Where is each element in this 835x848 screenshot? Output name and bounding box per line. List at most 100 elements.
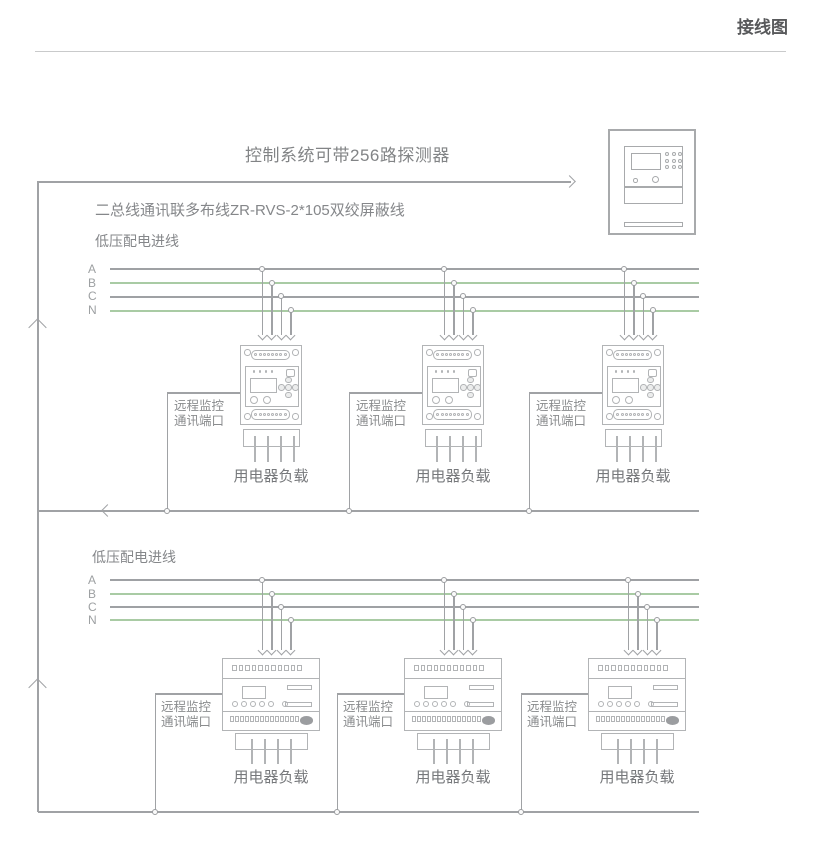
load-pin	[290, 739, 292, 764]
monitor-module-body	[422, 345, 484, 425]
comm-port-link-line	[348, 392, 422, 394]
terminal-squares	[230, 716, 299, 722]
load-pin	[433, 739, 435, 764]
panel-knob-icon	[624, 396, 633, 404]
junction-dot	[152, 809, 159, 815]
load-pin	[277, 739, 279, 764]
load-pin	[630, 739, 632, 764]
monitor-module-body	[602, 345, 664, 425]
remote-port-label: 远程监控 通讯端口	[343, 700, 394, 729]
load-connector	[417, 733, 490, 750]
junction-dot	[526, 508, 533, 514]
din-module-body	[222, 658, 320, 731]
junction-dot	[644, 604, 651, 610]
module-divider	[405, 678, 501, 680]
phase-line-a-top	[110, 268, 699, 270]
comm-port-link-line	[528, 392, 530, 511]
panel-dots	[252, 370, 273, 373]
load-pin	[616, 436, 618, 462]
dpad-right-button	[292, 384, 299, 391]
load-pin	[459, 739, 461, 764]
panel-knob-icon	[432, 396, 440, 404]
module-bar	[285, 702, 312, 707]
junction-dot	[460, 604, 467, 610]
module-display	[242, 686, 266, 699]
remote-port-label: 远程监控 通讯端口	[536, 399, 587, 428]
terminal-strip	[251, 349, 290, 360]
phase-label-n: N	[88, 303, 97, 317]
terminal-strip	[433, 409, 472, 420]
monitor-module-body	[240, 345, 302, 425]
load-pin	[293, 436, 295, 462]
controller-panel-divider	[625, 186, 682, 188]
controller-led-icon	[633, 178, 638, 183]
phase-label-c: C	[88, 600, 97, 614]
junction-dot	[634, 591, 641, 597]
middle-return-line	[38, 510, 699, 512]
phase-label-b: B	[88, 276, 97, 290]
comm-port-oval	[482, 716, 495, 725]
phase-label-a: A	[88, 262, 97, 276]
phase-tap-line	[290, 620, 292, 650]
mount-hole-icon	[606, 413, 613, 420]
phase-tap-line	[656, 620, 658, 650]
mount-hole-icon	[654, 413, 661, 420]
mount-hole-icon	[244, 349, 251, 356]
dpad-up-button	[467, 376, 474, 383]
left-arrow-icon	[101, 504, 114, 517]
panel-button	[647, 368, 657, 377]
down-arrow-icon	[467, 330, 478, 341]
left-riser-line	[37, 181, 39, 812]
dpad-up-button	[285, 376, 292, 383]
comm-port-link-line	[166, 392, 240, 394]
load-connector	[235, 733, 308, 750]
phase-tap-line	[627, 580, 629, 650]
load-pin	[643, 739, 645, 764]
module-divider	[589, 678, 685, 680]
phase-tap-line	[472, 310, 474, 335]
load-pin	[472, 739, 474, 764]
dpad-center-button	[467, 384, 474, 391]
incoming-line-label-bottom: 低压配电进线	[92, 549, 176, 565]
phase-tap-line	[642, 296, 644, 335]
module-divider	[589, 711, 685, 713]
page-title: 接线图	[737, 18, 788, 37]
controller-display	[631, 153, 661, 170]
phase-label-n: N	[88, 613, 97, 627]
mount-hole-icon	[474, 413, 481, 420]
terminal-squares	[598, 665, 668, 671]
junction-dot	[450, 280, 457, 286]
down-arrow-icon	[448, 330, 459, 341]
mount-hole-icon	[426, 413, 433, 420]
comm-port-link-line	[520, 693, 588, 695]
junction-dot	[621, 266, 628, 272]
phase-tap-line	[280, 607, 282, 650]
comm-wire-note: 二总线通讯联多布线ZR-RVS-2*105双绞屏蔽线	[95, 202, 405, 219]
comm-port-link-line	[336, 693, 338, 812]
junction-dot	[450, 591, 457, 597]
terminal-strip	[613, 409, 652, 420]
load-connector	[604, 429, 662, 447]
phase-label-b: B	[88, 587, 97, 601]
load-pin	[446, 739, 448, 764]
phase-line-c-top	[110, 296, 699, 298]
indicator-circles	[414, 701, 470, 707]
dpad-up-button	[647, 376, 654, 383]
down-arrow-icon	[266, 330, 277, 341]
module-divider	[223, 678, 319, 680]
load-pin	[254, 436, 256, 462]
junction-dot	[518, 809, 525, 815]
module-divider	[405, 711, 501, 713]
junction-dot	[268, 280, 275, 286]
phase-tap-line	[453, 594, 455, 650]
controller-keypad	[665, 152, 682, 169]
phase-line-n-bottom	[110, 619, 699, 621]
phase-line-a-bottom	[110, 579, 699, 581]
module-divider	[223, 711, 319, 713]
load-pin	[436, 436, 438, 462]
panel-button	[467, 368, 477, 377]
dpad-down-button	[467, 391, 474, 398]
dpad-right-button	[654, 384, 661, 391]
dpad-left-button	[278, 384, 285, 391]
junction-dot	[640, 293, 647, 299]
